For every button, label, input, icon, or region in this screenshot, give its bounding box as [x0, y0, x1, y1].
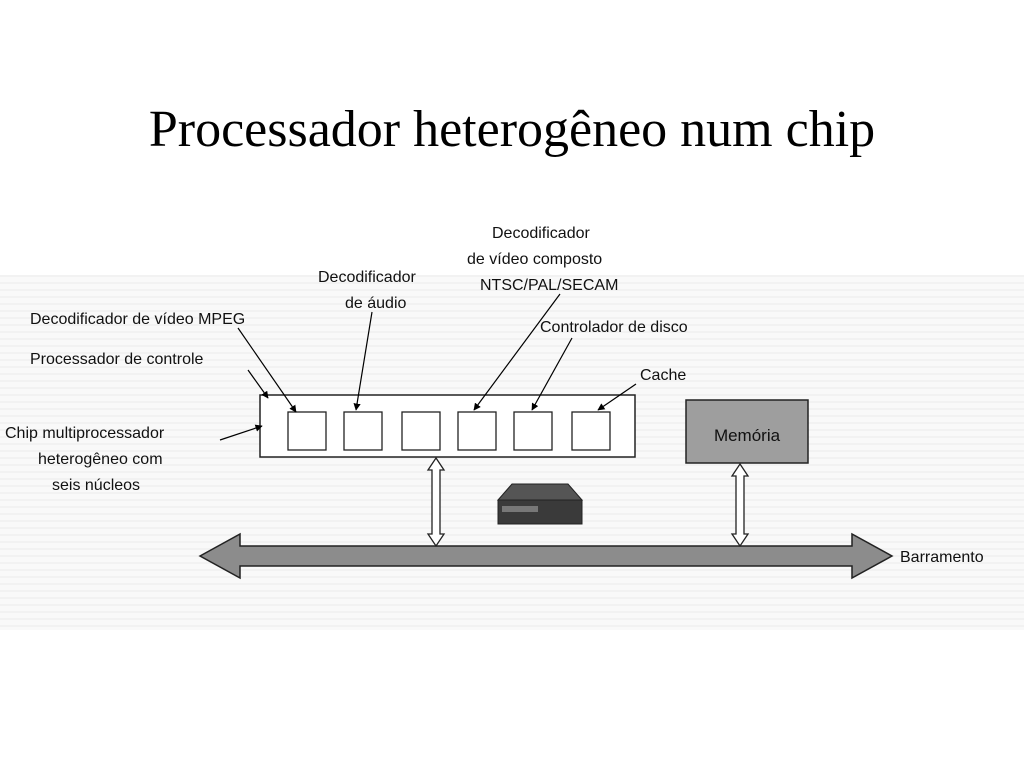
disk-drive-icon [496, 483, 584, 525]
memory-bus-connector [730, 462, 750, 548]
label-cache: Cache [640, 367, 686, 384]
label-control-processor: Processador de controle [30, 351, 204, 368]
core-composite [457, 411, 497, 451]
label-chip-line2: heterogêneo com [38, 451, 163, 468]
bus-arrow [198, 532, 894, 580]
label-chip-line3: seis núcleos [52, 477, 140, 494]
memory-label: Memória [714, 426, 781, 445]
leader-lines [219, 293, 637, 441]
memory-block [685, 399, 809, 464]
chip-diagram: Memória Barramento Decodificador de víde… [0, 225, 1024, 630]
label-composite-line2: de vídeo composto [467, 251, 602, 268]
label-disk-controller: Controlador de disco [540, 319, 688, 336]
diagram-figure: Memória Barramento Decodificador de víde… [0, 200, 1024, 640]
label-audio-line2: de áudio [345, 295, 406, 312]
core-disk [513, 411, 553, 451]
core-mpeg [343, 411, 383, 451]
label-composite-line1: Decodificador [492, 225, 591, 242]
label-audio-line1: Decodificador [318, 269, 417, 286]
core-cache [571, 411, 611, 451]
bus-label: Barramento [900, 549, 984, 566]
label-mpeg-decoder: Decodificador de vídeo MPEG [30, 311, 245, 328]
chip-bus-connector [426, 456, 446, 548]
slide-title: Processador heterogêneo num chip [148, 101, 876, 158]
label-composite-line3: NTSC/PAL/SECAM [480, 277, 618, 294]
core-audio [401, 411, 441, 451]
label-chip-line1: Chip multiprocessador [5, 425, 165, 442]
core-control [287, 411, 327, 451]
